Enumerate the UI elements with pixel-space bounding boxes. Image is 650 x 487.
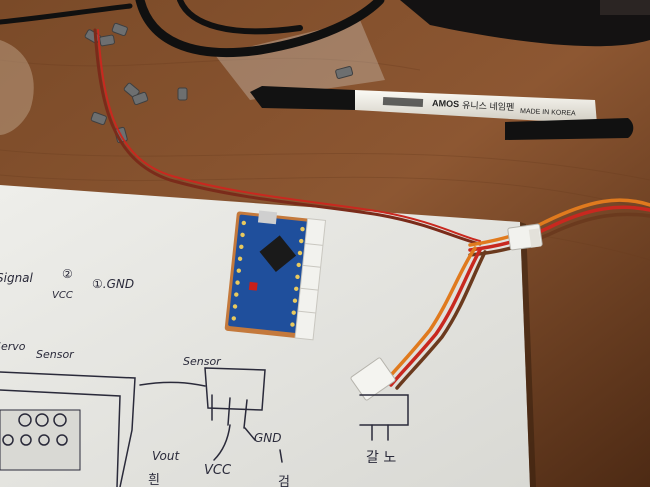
note-signal: Signal xyxy=(0,271,34,285)
note-servo: Servo xyxy=(0,340,26,353)
black-cables xyxy=(0,0,385,58)
pen-brand: AMOS xyxy=(432,98,459,109)
servo-cable-long xyxy=(93,28,482,246)
servo-cable-right xyxy=(468,198,650,257)
plastic-bag xyxy=(215,20,385,100)
note-sensor-left: Sensor xyxy=(36,348,75,361)
note-pin-2: ② xyxy=(62,267,73,281)
pen-made-in: MADE IN KOREA xyxy=(520,108,576,117)
screws xyxy=(84,22,354,144)
glass-jar xyxy=(0,40,34,135)
note-korean-white: 흰 xyxy=(148,473,160,487)
note-vcc-top: VCC xyxy=(52,290,73,301)
dark-equipment xyxy=(400,0,650,47)
arduino-nano-board xyxy=(224,210,327,341)
note-korean-brown-white: 갈 노 xyxy=(366,450,396,466)
connector-bottom xyxy=(350,357,396,401)
equipment-edge xyxy=(600,0,650,15)
paper-sheet-shadow xyxy=(520,222,536,487)
note-gnd-bottom: GND xyxy=(254,431,282,445)
note-gnd-top: ①.GND xyxy=(92,277,134,291)
note-vout: Vout xyxy=(152,449,180,463)
connector-right xyxy=(507,223,543,251)
sensor-cable xyxy=(383,246,487,390)
marker-pen: AMOS 유니스 네임펜 MADE IN KOREA xyxy=(250,86,634,140)
pen-product-name: 유니스 네임펜 xyxy=(462,99,515,112)
note-sensor-right: Sensor xyxy=(183,355,222,368)
note-vcc-bottom: VCC xyxy=(204,463,232,478)
hand-drawn-diagram xyxy=(0,367,409,487)
note-korean-black: 검 xyxy=(278,475,290,487)
